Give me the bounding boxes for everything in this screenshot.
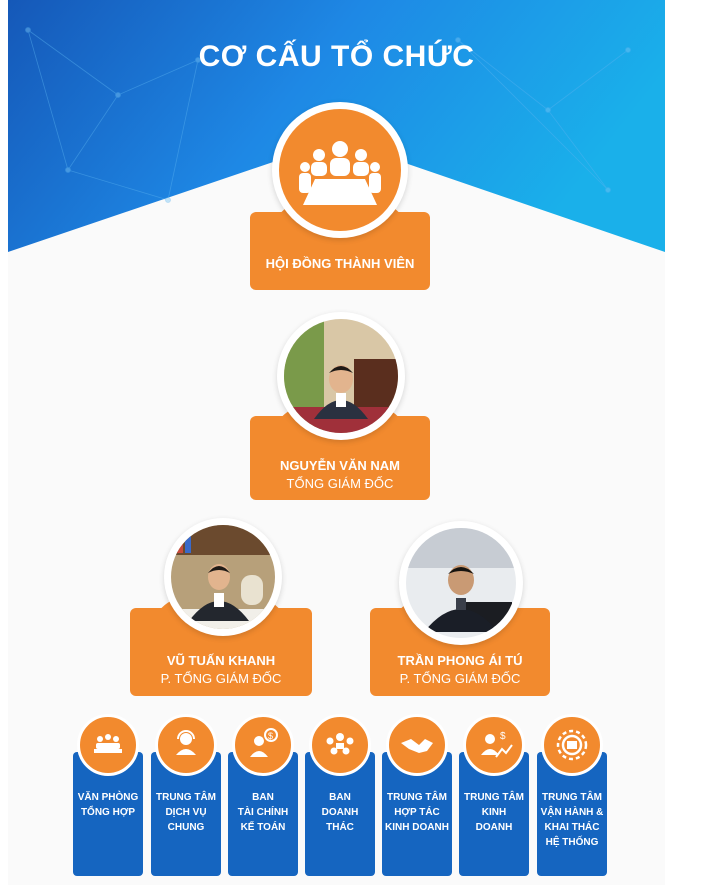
handshake-icon [386,714,448,776]
sales-growth-icon: $ [463,714,525,776]
team-icon [309,714,371,776]
ceo-portrait [284,319,398,433]
svg-text:$: $ [268,731,273,741]
deputy2-name: TRẦN PHONG ÁI TÚ [397,653,523,668]
deputy1-role: P. TỔNG GIÁM ĐỐC [160,671,282,686]
deputy2-photo [399,521,523,645]
board-label: HỘI ĐỒNG THÀNH VIÊN [265,256,415,271]
ceo-photo [277,312,405,440]
dept-label: BAN TÀI CHÍNH KẾ TOÁN [237,792,289,833]
dept-label: TRUNG TÂM DỊCH VỤ CHUNG [156,792,216,833]
deputy1-photo [164,518,282,636]
ceo-role: TỔNG GIÁM ĐỐC [286,476,394,491]
dept-label: TRUNG TÂM HỢP TÁC KINH DOANH [385,792,449,833]
support-agent-icon [155,714,217,776]
deputy2-role: P. TỔNG GIÁM ĐỐC [399,671,521,686]
dept-label: BAN DOANH THÁC [321,792,359,833]
dept-kinh-doanh: TRUNG TÂM KINH DOANH [459,752,529,876]
ceo-name: NGUYỄN VĂN NAM [280,458,400,473]
dept-label: TRUNG TÂM VẬN HÀNH & KHAI THÁC HỆ THỐNG [540,792,604,848]
meeting-icon [77,714,139,776]
dept-label: VĂN PHÒNG TỔNG HỢP [77,792,139,818]
finance-person-icon: $ [232,714,294,776]
dept-label: TRUNG TÂM KINH DOANH [464,792,524,833]
org-chart: CƠ CẤU TỔ CHỨC HỘI ĐỒNG THÀNH VIÊN NGUYỄ… [8,0,665,885]
meeting-table-icon [279,109,401,231]
board-circle [272,102,408,238]
deputy2-portrait [406,528,516,638]
deputy1-card: VŨ TUẤN KHANH P. TỔNG GIÁM ĐỐC [130,608,312,696]
gear-mail-icon [541,714,603,776]
deputy1-name: VŨ TUẤN KHANH [166,653,276,668]
deputy1-portrait [171,525,275,629]
page-title: CƠ CẤU TỔ CHỨC [198,40,475,73]
svg-text:$: $ [500,731,506,742]
